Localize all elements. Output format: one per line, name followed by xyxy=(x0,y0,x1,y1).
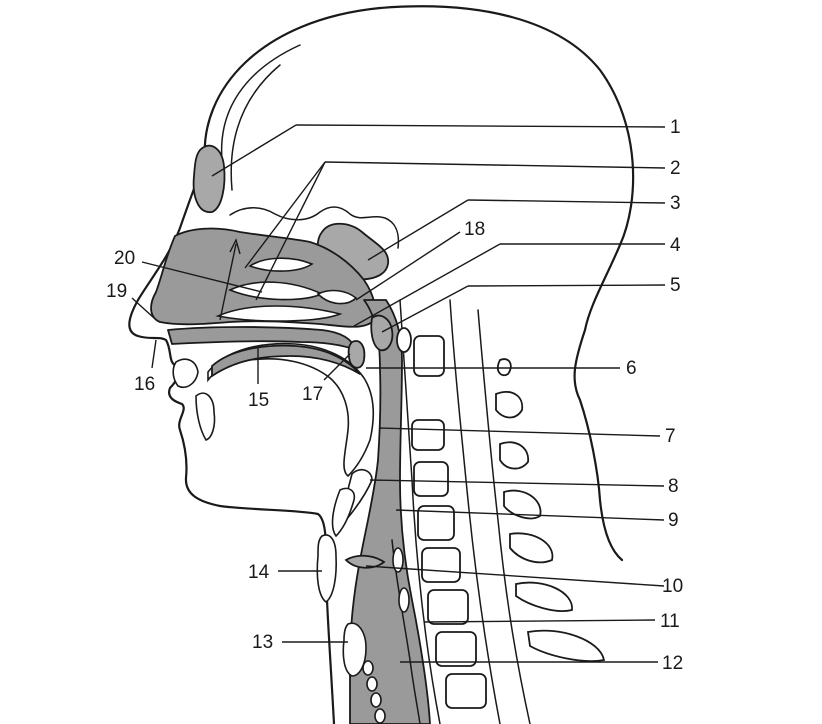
airflow-arrow-head xyxy=(229,238,241,255)
label-10: 10 xyxy=(662,576,683,597)
esophagus-lumen xyxy=(392,547,404,573)
cricoid-cartilage xyxy=(342,622,367,677)
label-4: 4 xyxy=(670,235,681,256)
leader-5 xyxy=(467,284,666,287)
lower-lip xyxy=(195,392,216,441)
leader-17 xyxy=(323,353,351,381)
label-9: 9 xyxy=(668,510,679,531)
label-8: 8 xyxy=(668,476,679,497)
leader-2b xyxy=(244,161,326,269)
spinal-canal-back xyxy=(477,309,531,724)
leader-8 xyxy=(369,479,665,487)
hyoid-bone xyxy=(331,487,356,538)
label-7: 7 xyxy=(665,426,676,447)
face-profile xyxy=(128,158,336,724)
esophagus-lumen-2 xyxy=(398,587,410,613)
cranial-base xyxy=(229,206,400,249)
leader-3b xyxy=(367,199,469,261)
label-13: 13 xyxy=(252,632,273,653)
leader-9 xyxy=(395,509,665,521)
thyroid-cartilage xyxy=(316,534,337,604)
label-14: 14 xyxy=(248,562,270,583)
label-12: 12 xyxy=(662,653,683,674)
label-15: 15 xyxy=(248,390,269,411)
trachea-rings xyxy=(362,660,386,724)
oral-cavity-shading xyxy=(211,344,361,377)
label-5: 5 xyxy=(670,275,681,296)
uvula xyxy=(347,340,366,369)
leader-7 xyxy=(379,427,661,437)
label-6: 6 xyxy=(626,358,637,379)
leader-20 xyxy=(141,261,263,293)
leader-2c xyxy=(255,161,326,301)
leader-lines xyxy=(131,124,666,663)
label-20: 20 xyxy=(114,248,135,269)
leader-1b xyxy=(211,124,297,177)
eustachian-tube-opening xyxy=(316,289,358,305)
label-18: 18 xyxy=(464,219,485,240)
tongue xyxy=(207,342,375,478)
cervical-spine xyxy=(396,299,606,724)
label-17: 17 xyxy=(302,384,323,405)
leader-2 xyxy=(324,161,666,169)
leader-11 xyxy=(423,619,656,623)
number-labels: 1 2 3 4 5 6 7 8 9 10 11 12 13 14 15 16 1… xyxy=(106,117,683,674)
label-1: 1 xyxy=(670,117,681,138)
inferior-concha xyxy=(215,305,343,322)
label-2: 2 xyxy=(670,158,681,179)
leader-19 xyxy=(131,297,155,319)
leader-10 xyxy=(365,565,665,587)
label-16: 16 xyxy=(134,374,155,395)
skull-outline xyxy=(203,5,635,562)
nasal-cavity xyxy=(150,227,376,328)
leader-1 xyxy=(295,124,666,128)
frontal-sinus xyxy=(192,144,226,213)
leader-18 xyxy=(355,231,461,301)
spinal-canal-front xyxy=(449,299,501,724)
leader-3 xyxy=(467,199,666,204)
label-3: 3 xyxy=(670,193,681,214)
adenoid xyxy=(370,314,394,352)
head-outline xyxy=(128,5,635,724)
label-11: 11 xyxy=(660,611,680,632)
vocal-folds xyxy=(344,554,386,569)
leader-5b xyxy=(381,285,469,333)
skull-inner-table-2 xyxy=(230,64,281,191)
skull-inner-table xyxy=(220,44,301,161)
label-19: 19 xyxy=(106,281,127,302)
leader-16 xyxy=(151,339,157,369)
upper-teeth xyxy=(172,358,199,388)
airflow-arrow-shaft xyxy=(219,243,237,321)
leader-4b xyxy=(353,243,501,327)
